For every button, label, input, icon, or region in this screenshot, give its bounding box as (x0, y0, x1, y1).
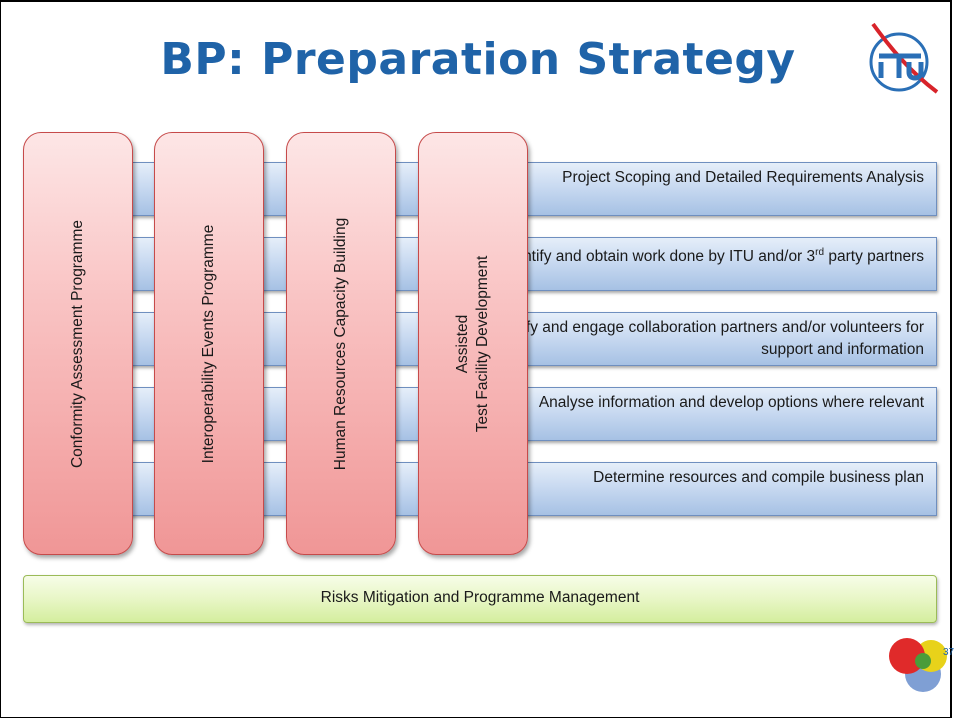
foundation-label: Risks Mitigation and Programme Managemen… (320, 589, 640, 606)
pillar-test-facility: Assisted Test Facility Development (418, 132, 528, 555)
pillar-capacity-building: Human Resources Capacity Building (286, 132, 396, 555)
pillar-label-4-line1: Assisted (454, 314, 471, 373)
pillar-label-2: Interoperability Events Programme (200, 224, 217, 463)
pillar-conformity: Conformity Assessment Programme (23, 132, 133, 555)
pillar-interoperability: Interoperability Events Programme (154, 132, 264, 555)
step-label-2: Identify and obtain work done by ITU and… (501, 247, 924, 266)
step-label-4: Analyse information and develop options … (538, 394, 924, 411)
pillar-label-4-line2: Test Facility Development (474, 255, 491, 432)
step-label-5: Determine resources and compile business… (593, 469, 924, 486)
pillar-label-3: Human Resources Capacity Building (332, 217, 349, 470)
page-number: 37 (943, 647, 955, 658)
itu-logo (869, 22, 939, 94)
slide-title: BP: Preparation Strategy (160, 34, 796, 85)
step-label-3: Identify and engage collaboration partne… (487, 319, 924, 358)
corner-logo-icon (889, 638, 947, 692)
pillar-label-4: Assisted Test Facility Development (453, 255, 493, 432)
pillar-label-1: Conformity Assessment Programme (69, 219, 86, 468)
foundation-bar: Risks Mitigation and Programme Managemen… (23, 575, 937, 623)
step-label-1: Project Scoping and Detailed Requirement… (562, 169, 924, 186)
